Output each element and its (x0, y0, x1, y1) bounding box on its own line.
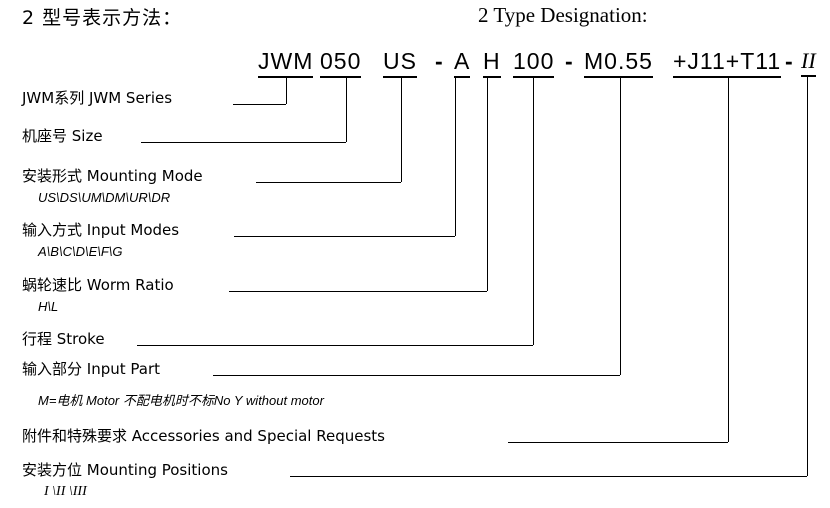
code-segment-dash3: - (785, 48, 793, 74)
code-segment-accessory: +J11+T11 (673, 48, 782, 78)
code-segment-mounting: US (383, 48, 417, 78)
leader-vertical-accessories (728, 76, 729, 442)
leader-vertical-mounting-positions (807, 76, 808, 476)
row-sublabel-mounting-mode: US\DS\UM\DM\UR\DR (38, 190, 171, 205)
leader-horizontal-mounting-mode (256, 182, 401, 183)
leader-vertical-worm-ratio (487, 76, 488, 291)
leader-vertical-series (286, 76, 287, 104)
leader-horizontal-size (141, 142, 346, 143)
code-segment-series: JWM (258, 48, 314, 78)
row-label-mounting-mode: 安装形式 Mounting Mode (22, 167, 203, 185)
leader-horizontal-series (233, 104, 286, 105)
row-label-series: JWM系列 JWM Series (22, 89, 173, 107)
code-segment-dash1: - (435, 48, 443, 74)
code-segment-size: 050 (320, 48, 362, 78)
page-title-english: 2 Type Designation: (478, 3, 648, 27)
code-segment-input-part: M0.55 (584, 48, 653, 78)
leader-horizontal-mounting-positions (290, 476, 807, 477)
row-label-size: 机座号 Size (22, 127, 103, 145)
row-label-input-modes: 输入方式 Input Modes (22, 221, 180, 239)
leader-horizontal-accessories (508, 442, 728, 443)
row-label-accessories: 附件和特殊要求 Accessories and Special Requests (22, 427, 385, 445)
code-segment-input-mode: A (454, 48, 471, 78)
page-title-chinese: 2 型号表示方法： (22, 7, 183, 29)
leader-vertical-input-part (620, 76, 621, 375)
row-label-stroke: 行程 Stroke (22, 330, 105, 348)
leader-vertical-mounting-mode (401, 76, 402, 182)
leader-horizontal-input-modes (234, 236, 455, 237)
row-label-mounting-positions: 安装方位 Mounting Positions (22, 461, 228, 479)
row-sublabel-input-modes: A\B\C\D\E\F\G (38, 244, 123, 259)
code-segment-stroke: 100 (513, 48, 555, 78)
code-segment-position: II (801, 48, 816, 77)
leader-horizontal-stroke (137, 345, 533, 346)
leader-horizontal-worm-ratio (229, 291, 487, 292)
row-sublabel-mounting-positions: I \II \III (44, 484, 87, 499)
code-segment-dash2: - (565, 48, 573, 74)
leader-vertical-input-modes (455, 76, 456, 236)
leader-vertical-size (346, 76, 347, 142)
leader-horizontal-input-part (213, 375, 620, 376)
row-label-input-part: 输入部分 Input Part (22, 360, 160, 378)
row-label-worm-ratio: 蜗轮速比 Worm Ratio (22, 276, 174, 294)
row-sublabel-worm-ratio: H\L (38, 299, 59, 314)
code-segment-worm-ratio: H (483, 48, 501, 78)
leader-vertical-stroke (533, 76, 534, 345)
row-sublabel-input-part: M=电机 Motor 不配电机时不标No Y without motor (38, 393, 324, 408)
